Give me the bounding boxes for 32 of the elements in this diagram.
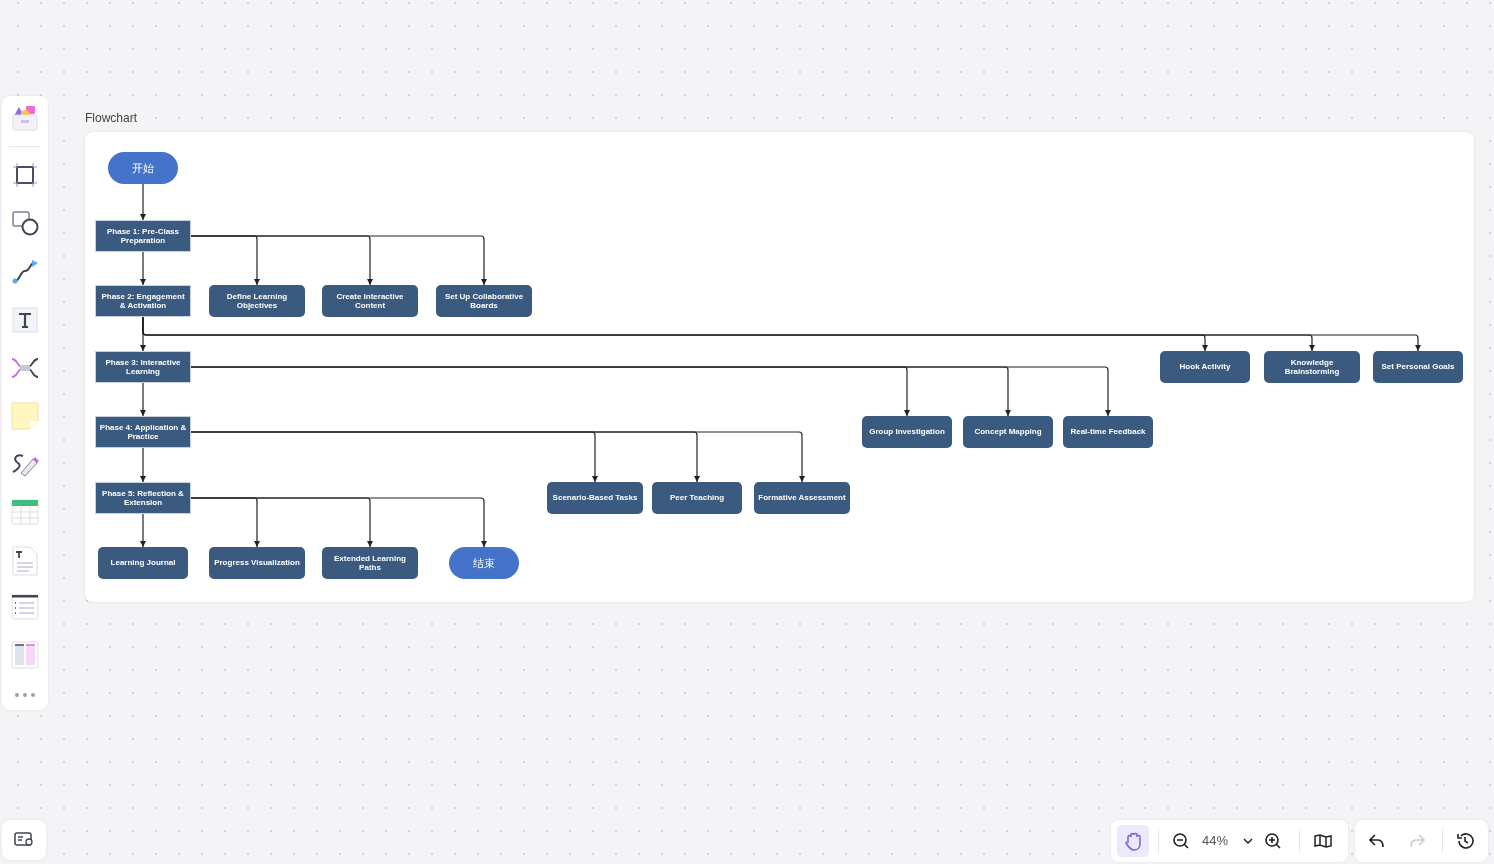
- process-box: Hook Activity: [1160, 351, 1250, 383]
- process-box: Learning Journal: [98, 547, 188, 579]
- process-box: Set Up Collaborative Boards: [436, 285, 532, 317]
- process-box: Knowledge Brainstorming: [1264, 351, 1360, 383]
- terminal-pill: 开始: [108, 152, 178, 184]
- arrow: [140, 447, 146, 483]
- process-box: Extended Learning Paths: [322, 547, 418, 579]
- process-box: Formative Assessment: [754, 482, 850, 514]
- frame-title: Flowchart: [85, 111, 137, 125]
- zoom-level: 44%: [1202, 833, 1229, 848]
- process-box: Define Learning Objectives: [209, 285, 305, 317]
- arrow: [190, 235, 487, 286]
- process-box: Create Interactive Content: [322, 285, 418, 317]
- process-box: Set Personal Goals: [1373, 351, 1463, 383]
- arrow: [190, 497, 487, 548]
- process-box: Concept Mapping: [963, 416, 1053, 448]
- arrow: [140, 382, 146, 417]
- arrow: [140, 513, 146, 548]
- arrow: [140, 183, 146, 221]
- process-box: Progress Visualization: [209, 547, 305, 579]
- process-box: Real-time Feedback: [1063, 416, 1153, 448]
- process-box: Phase 3: Interactive Learning: [95, 351, 191, 383]
- process-box: Group Investigation: [862, 416, 952, 448]
- process-box: Peer Teaching: [652, 482, 742, 514]
- process-box: Phase 2: Engagement & Activation: [95, 285, 191, 317]
- terminal-pill: 结束: [449, 547, 519, 579]
- process-box: Phase 1: Pre-Class Preparation: [95, 220, 191, 252]
- arrow: [140, 251, 146, 286]
- arrow: [190, 431, 805, 483]
- process-box: Scenario-Based Tasks: [547, 482, 643, 514]
- process-box: Phase 4: Application & Practice: [95, 416, 191, 448]
- process-box: Phase 5: Reflection & Extension: [95, 482, 191, 514]
